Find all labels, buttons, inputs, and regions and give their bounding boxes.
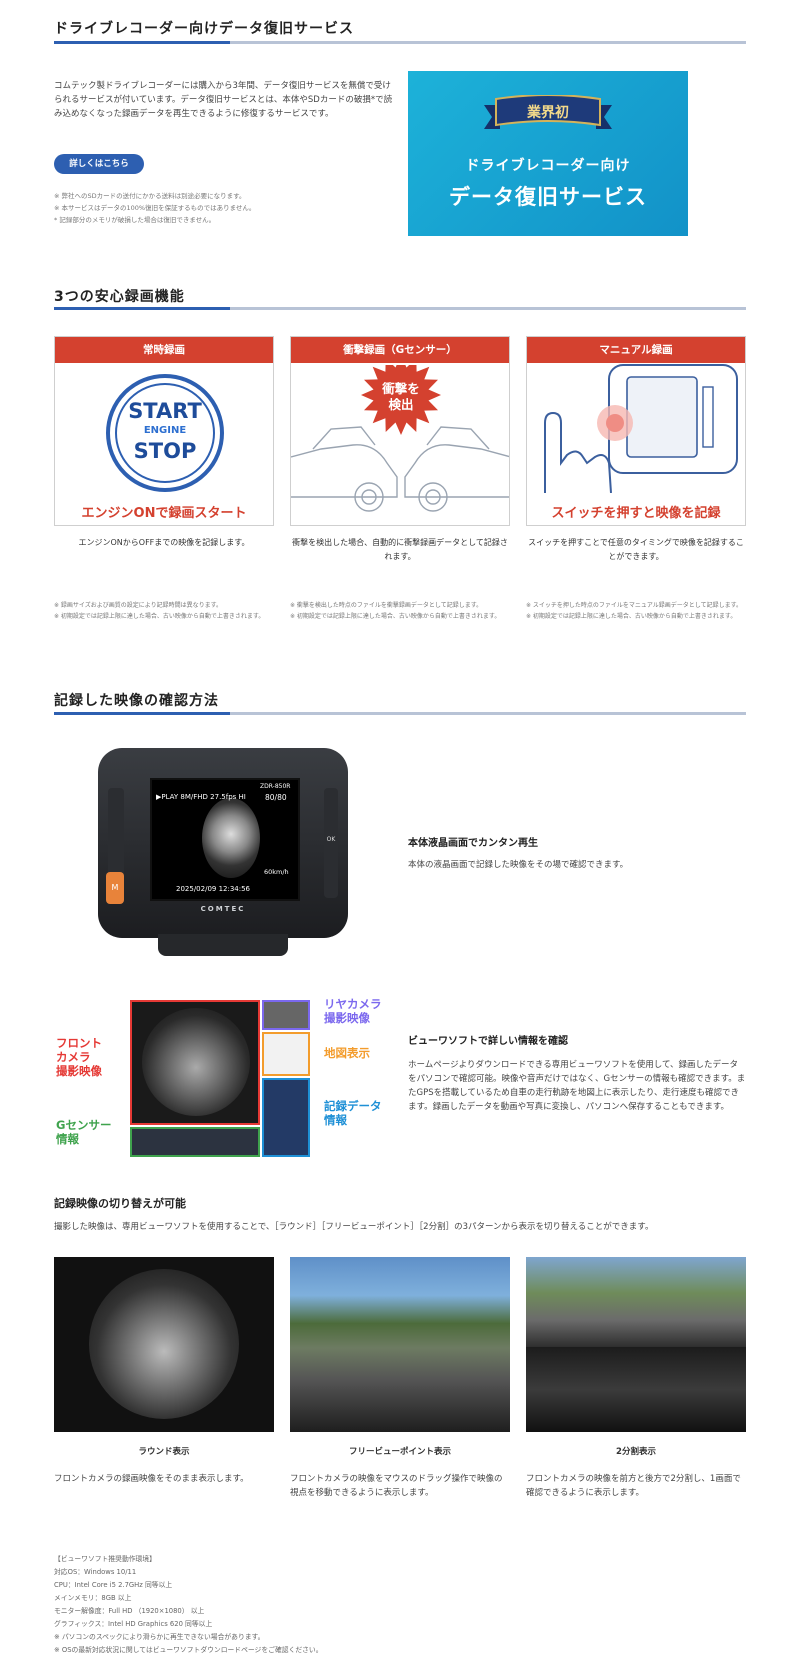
card-head: マニュアル録画 [527,337,745,363]
split-view-image [526,1257,746,1432]
req-line: モニター解像度：Full HD （1920×1080） 以上 [54,1607,205,1615]
section-rule [54,712,746,715]
data-pane [262,1078,310,1157]
logo-start: START [128,399,202,423]
card-continuous: 常時録画 START ENGINE STOP エンジンONで録画スタート [54,336,274,526]
card-desc: 衝撃を検出した場合、自動的に衝撃録画データとして記録されます。 [292,538,508,561]
device-screen: ZDR-850R ▶PLAY 8M/FHD 27.5fps HI 80/80 6… [150,778,300,901]
section-rule [54,41,746,44]
note-line: ※ 本サービスはデータの100%復旧を保証するものではありません。 [54,204,256,212]
details-button[interactable]: 詳しくはこちら [54,154,144,174]
banner-line1: ドライブレコーダー向け [465,158,631,174]
device-mount [158,934,288,956]
view-desc: フロントカメラの映像をマウスのドラッグ操作で映像の視点を移動できるように表示しま… [290,1474,503,1498]
switch-title: 記録映像の切り替えが可能 [54,1197,186,1210]
card-head: 常時録画 [55,337,273,363]
section-title-recording: 3つの安心録画機能 [54,289,185,305]
play-status: ▶PLAY 8M/FHD 27.5fps HI [156,793,246,801]
label-front: フロント カメラ 撮影映像 [56,1036,102,1078]
start-stop-logo: START ENGINE STOP [105,373,225,493]
datetime-readout: 2025/02/09 12:34:56 [176,885,251,893]
gsensor-pane [130,1127,260,1157]
label-gsensor: Gセンサー 情報 [56,1118,112,1146]
ribbon-text: 業界初 [527,105,569,121]
recovery-banner[interactable]: 業界初 ドライブレコーダー向け データ復旧サービス [408,71,688,236]
req-line: グラフィックス：Intel HD Graphics 620 同等以上 [54,1620,213,1628]
note-line: ※ 初期設定では記録上限に達した場合、古い映像から自動で上書きされます。 [290,613,501,620]
recovery-paragraph: コムテック製ドライブレコーダーには購入から3年間、データ復旧サービスを無償で受け… [54,81,393,119]
note-line: ※ 衝撃を検出した時点のファイルを衝撃録画データとして記録します。 [290,602,483,609]
req-line: ※ パソコンのスペックにより滑らかに再生できない場合があります。 [54,1633,265,1641]
file-count: 80/80 [265,793,287,802]
front-camera-pane [130,1000,260,1125]
req-line: メインメモリ：8GB 以上 [54,1594,132,1602]
note-line: ※ 初期設定では記録上限に達した場合、古い映像から自動で上書きされます。 [54,613,265,620]
viewer-text: ホームページよりダウンロードできる専用ビューワソフトを使用して、録画したデータを… [408,1060,746,1112]
card-head: 衝撃録画（Gセンサー） [291,337,509,363]
split-front [526,1257,746,1347]
req-line: CPU：Intel Core i5 2.7GHz 同等以上 [54,1581,173,1589]
card-notes: ※ 録画サイズおよび画質の設定により記録時間は異なります。 ※ 初期設定では記録… [54,600,274,622]
system-requirements: 【ビューワソフト推奨動作環境】 対応OS：Windows 10/11 CPU：I… [54,1553,654,1657]
ok-button[interactable]: OK [324,788,338,898]
lcd-text: 本体の液晶画面で記録した映像をその場で確認できます。 [408,860,629,870]
logo-stop: STOP [133,439,197,463]
view-label: フリービューポイント表示 [348,1447,451,1457]
note-line: * 記録部分のメモリが破損した場合は復旧できません。 [54,216,216,224]
view-desc: フロントカメラの映像を前方と後方で2分割し、1画面で確認できるように表示します。 [526,1474,741,1498]
model-label: ZDR-850R [260,783,291,790]
label-map: 地図表示 [324,1046,370,1060]
card-caption: エンジンONで録画スタート [81,506,247,521]
fisheye-preview [202,798,260,878]
req-line: 【ビューワソフト推奨動作環境】 [54,1555,156,1563]
ribbon-badge: 業界初 [484,94,612,129]
card-impact: 衝撃録画（Gセンサー） 衝撃を 検出 [290,336,510,526]
recovery-notes: ※ 弊社へのSDカードの送付にかかる送料は別途必要になります。 ※ 本サービスは… [54,190,384,226]
switch-intro: 撮影した映像は、専用ビューワソフトを使用することで、［ラウンド］［フリービューポ… [54,1222,654,1232]
view-label: ラウンド表示 [138,1447,190,1457]
speed-readout: 60km/h [264,868,289,876]
section-rule [54,307,746,310]
lcd-heading: 本体液晶画面でカンタン再生 [408,838,538,849]
burst-text: 衝撃を 検出 [382,381,420,412]
m-button[interactable]: M [106,872,124,904]
label-rear: リヤカメラ 撮影映像 [324,997,382,1025]
note-line: ※ 初期設定では記録上限に達した場合、古い映像から自動で上書きされます。 [526,613,737,620]
rear-camera-pane [262,1000,310,1030]
card-desc: スイッチを押すことで任意のタイミングで映像を記録することができます。 [528,538,744,561]
round-fisheye [89,1269,239,1419]
banner-line2: データ復旧サービス [449,185,647,209]
req-line: ※ OSの最新対応状況に関してはビューワソフトダウンロードページをご確認ください… [54,1646,323,1654]
view-desc: フロントカメラの録画映像をそのまま表示します。 [54,1474,249,1484]
card-desc: エンジンONからOFFまでの映像を記録します。 [78,538,250,547]
fisheye-front [142,1008,250,1116]
card-manual: マニュアル録画 スイッチを押すと映像を記録 [526,336,746,526]
view-label: 2分割表示 [616,1447,656,1457]
device-left-buttons [108,788,124,898]
card-caption: スイッチを押すと映像を記録 [551,506,721,521]
split-rear [526,1347,746,1432]
section-title-data-recovery: ドライブレコーダー向けデータ復旧サービス [54,21,354,37]
brand-logo: COMTEC [200,905,246,913]
note-line: ※ スイッチを押した時点のファイルをマニュアル録画データとして記録します。 [526,602,742,609]
dashcam-device: M OK ZDR-850R ▶PLAY 8M/FHD 27.5fps HI 80… [98,748,348,958]
round-view-image [54,1257,274,1432]
req-line: 対応OS：Windows 10/11 [54,1568,137,1576]
card-notes: ※ 衝撃を検出した時点のファイルを衝撃録画データとして記録します。 ※ 初期設定… [290,600,510,622]
map-pane [262,1032,310,1076]
logo-engine: ENGINE [143,425,187,436]
label-data: 記録データ 情報 [324,1099,382,1127]
impact-burst-icon [361,355,441,435]
freeview-image [290,1257,510,1432]
section-title-playback: 記録した映像の確認方法 [54,693,219,709]
manual-illustration [527,363,745,494]
note-line: ※ 録画サイズおよび画質の設定により記録時間は異なります。 [54,602,223,609]
collision-illustration: 衝撃を 検出 [291,355,509,525]
note-line: ※ 弊社へのSDカードの送付にかかる送料は別途必要になります。 [54,192,246,200]
card-notes: ※ スイッチを押した時点のファイルをマニュアル録画データとして記録します。 ※ … [526,600,746,622]
viewer-screenshot [130,1000,310,1157]
viewer-heading: ビューワソフトで詳しい情報を確認 [408,1036,568,1047]
